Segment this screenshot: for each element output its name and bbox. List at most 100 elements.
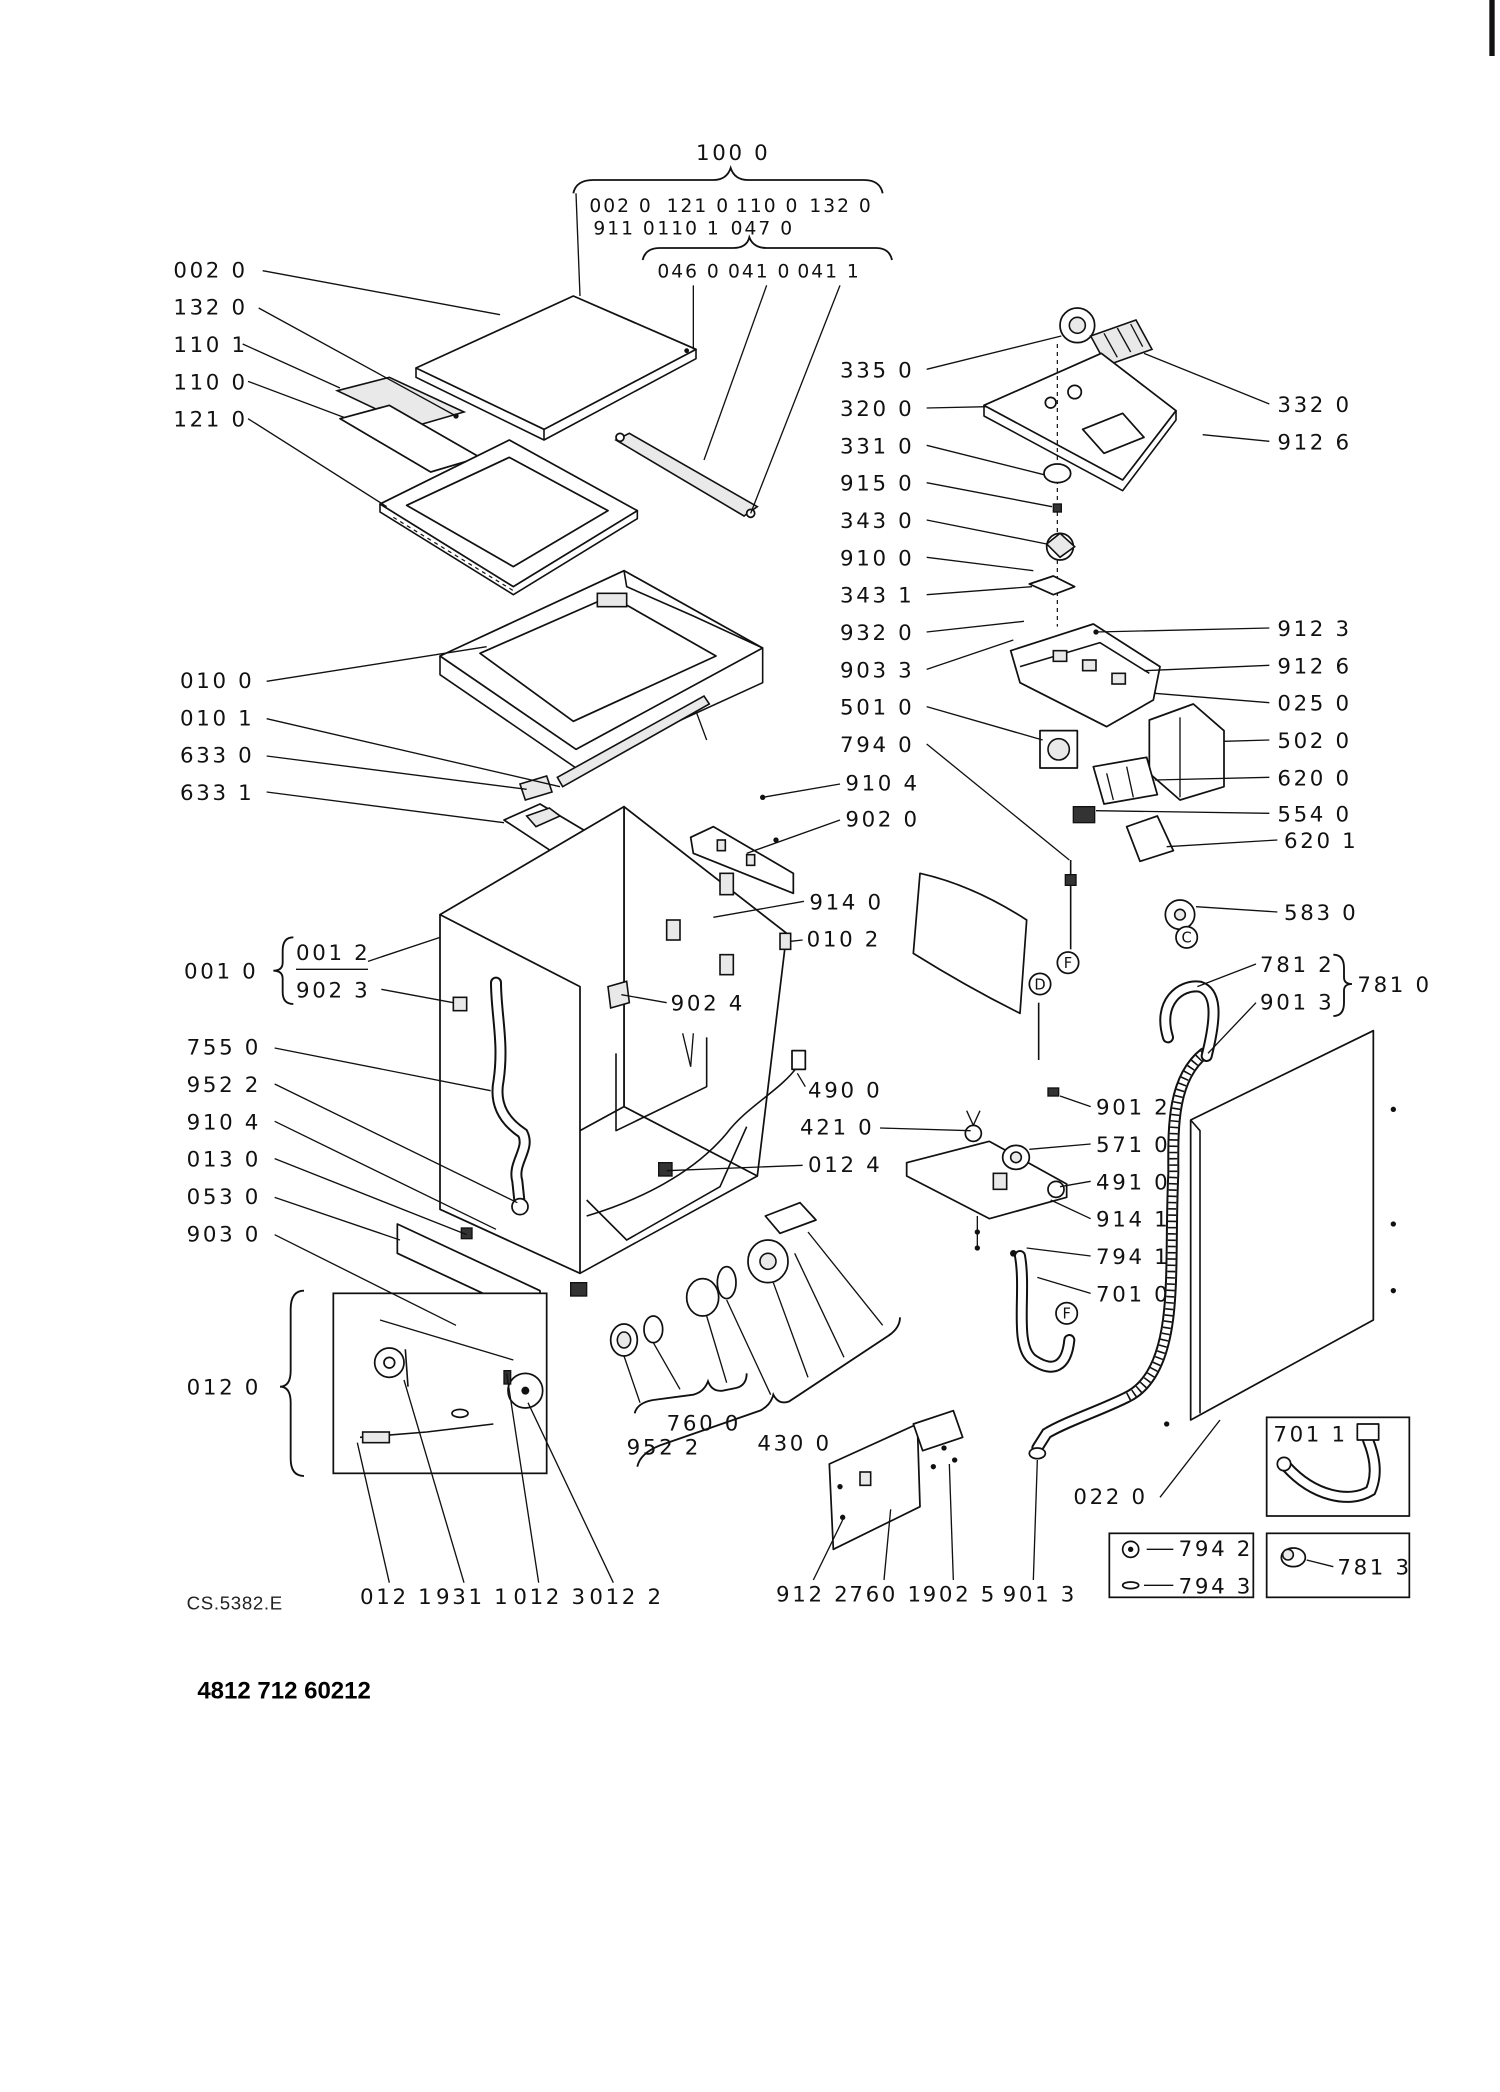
marker-f-upper: F: [1056, 951, 1080, 975]
label-left-sub: 902 3: [296, 978, 370, 1003]
right-column-b-labels: 332 0 912 6 912 3 912 6 025 0 502 0 620 …: [1277, 393, 1358, 926]
label-right-a: 343 0: [840, 509, 914, 534]
brace-001: [273, 936, 294, 1005]
label-center: 910 4: [845, 772, 919, 797]
leader-lines: [242, 193, 1334, 1586]
control-bracket: [689, 794, 795, 895]
cable-guide-panel: [912, 872, 1028, 1015]
cabinet: [439, 805, 792, 1297]
header-labels: 100 0 002 0 121 0 110 0 132 0 911 0 110 …: [589, 141, 872, 282]
label-left: 013 0: [187, 1148, 261, 1173]
drain-pump-assembly: [609, 1201, 884, 1403]
label-valve: 491 0: [1096, 1170, 1170, 1195]
label-center: 914 0: [809, 890, 883, 915]
marker-d-letter: D: [1034, 976, 1045, 993]
label-header-row2-3: 047 0: [731, 219, 794, 240]
label-right-a: 343 1: [840, 584, 914, 609]
label-pump: 952 2: [627, 1436, 701, 1461]
cabinet-clips: [452, 980, 673, 1177]
label-right-a: 794 0: [840, 733, 914, 758]
rear-side-panel: [1164, 1029, 1396, 1427]
label-right-b: 583 0: [1284, 901, 1358, 926]
part-number: 4812 712 60212: [197, 1678, 371, 1705]
label-left: 755 0: [187, 1036, 261, 1061]
inlet-hose: [1014, 1250, 1076, 1373]
label-right-a: 331 0: [840, 434, 914, 459]
marker-f-lower: F: [1055, 1301, 1079, 1325]
timer-bracket: [1028, 575, 1076, 596]
right-column-a-labels: 335 0 320 0 331 0 915 0 343 0 910 0 343 …: [840, 358, 914, 758]
label-valve: 901 2: [1096, 1096, 1170, 1121]
label-right-b: 912 6: [1277, 430, 1351, 455]
front-rail: [556, 694, 711, 788]
label-header-row1-2: 121 0: [667, 196, 730, 217]
label-inset-washer: 794 3: [1179, 1574, 1253, 1599]
label-header-sub-3: 041 1: [797, 261, 860, 282]
control-panel: [983, 352, 1177, 492]
label-center: 490 0: [808, 1078, 882, 1103]
label-right-a: 335 0: [840, 358, 914, 383]
label-left: 633 1: [180, 781, 254, 806]
brace-012: [279, 1289, 305, 1477]
label-left: 132 0: [173, 296, 247, 321]
label-bottom-right: 912 2: [776, 1582, 850, 1607]
label-bottom-right: 902 5: [923, 1582, 997, 1607]
lid-frame: [379, 439, 639, 596]
inset-hose-kit: [1265, 1416, 1411, 1517]
label-bottom-left: 931 1: [436, 1585, 510, 1610]
label-right-a: 903 3: [840, 658, 914, 683]
top-lid: [415, 295, 697, 441]
label-left: 910 4: [187, 1110, 261, 1135]
page-edge-mark: [1489, 0, 1495, 56]
label-right-b: 912 3: [1277, 617, 1351, 642]
label-assembly-100: 100 0: [696, 141, 770, 166]
label-header-sub-1: 046 0: [657, 261, 720, 282]
label-left: 110 1: [173, 333, 247, 358]
label-side-panel: 022 0: [1073, 1485, 1147, 1510]
label-center: 421 0: [800, 1116, 874, 1141]
label-right-a: 910 0: [840, 546, 914, 571]
center-labels: 910 4 902 0 914 0 010 2 902 4 490 0 421 …: [671, 772, 919, 1178]
marker-f-upper-letter: F: [1064, 955, 1072, 972]
timer-cam: [1045, 532, 1076, 561]
marker-d: D: [1028, 972, 1052, 996]
marker-c-letter: C: [1182, 930, 1192, 947]
hose-group-labels: 781 2 901 3 781 0: [1260, 953, 1431, 1015]
label-left: 010 1: [180, 706, 254, 731]
inset-nut-washer: [1108, 1532, 1255, 1599]
label-header-row2-1: 911 0: [593, 219, 656, 240]
label-right-a: 320 0: [840, 397, 914, 422]
label-header-row1-3: 110 0: [736, 196, 799, 217]
label-bottom-left: 012 2: [589, 1585, 663, 1610]
left-labels: 002 0 132 0 110 1 110 0 121 0 010 0 010 …: [173, 258, 370, 1400]
label-right-b: 912 6: [1277, 654, 1351, 679]
label-bottom-left: 012 3: [513, 1585, 587, 1610]
label-right-a: 501 0: [840, 696, 914, 721]
lower-rod: [1037, 1002, 1060, 1097]
label-right-b: 554 0: [1277, 802, 1351, 827]
inset-coupling: [1265, 1532, 1411, 1599]
label-right-b: 025 0: [1277, 692, 1351, 717]
program-knob: [1059, 307, 1096, 344]
label-hose-assembly: 781 0: [1357, 973, 1431, 998]
label-right-b: 332 0: [1277, 393, 1351, 418]
timer-module: [1009, 623, 1161, 728]
label-valve: 701 0: [1096, 1282, 1170, 1307]
header-brace-sub: [641, 234, 893, 261]
label-left: 121 0: [173, 408, 247, 433]
switch-unit: [1125, 815, 1175, 863]
label-hose-part: 781 2: [1260, 953, 1334, 978]
label-left: 001 0: [184, 960, 258, 985]
label-inset-hose-kit: 701 1: [1273, 1422, 1347, 1447]
label-right-a: 915 0: [840, 472, 914, 497]
adjusting-rod: [1064, 860, 1077, 950]
drain-hose-external: [1028, 980, 1220, 1460]
label-header-row1-4: 132 0: [809, 196, 872, 217]
rear-bracket: [828, 1409, 964, 1551]
label-right-b: 620 1: [1284, 829, 1358, 854]
bottom-labels: 012 1 931 1 012 3 012 2 912 2 760 1 902 …: [360, 1582, 1077, 1610]
label-bottom-right: 901 3: [1003, 1582, 1077, 1607]
header-brace-main: [572, 165, 884, 194]
label-center: 902 4: [671, 992, 745, 1017]
